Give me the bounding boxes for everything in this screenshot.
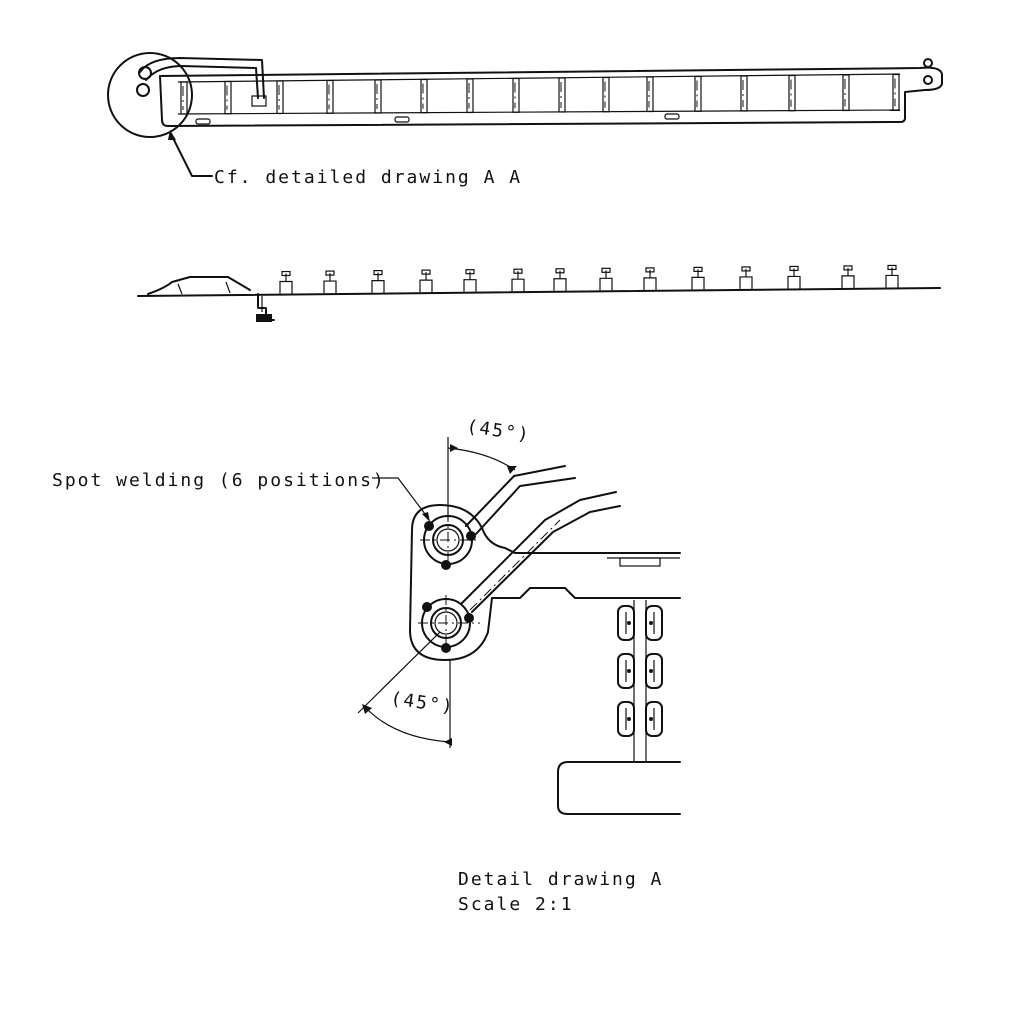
side-post [323, 280, 337, 294]
side-post [841, 275, 855, 288]
strip-rung [646, 76, 654, 113]
strip-rung [842, 74, 850, 112]
callout-detail-label: Cf. detailed drawing A A [214, 167, 522, 188]
detail-drawing-a [357, 437, 681, 815]
side-post [511, 278, 525, 292]
strip-rung [740, 75, 748, 112]
detail-scale: Scale 2:1 [458, 894, 574, 915]
strip-rung [558, 77, 566, 113]
side-post [463, 279, 477, 292]
side-post [787, 275, 801, 289]
strip-rung [224, 80, 232, 115]
side-post [419, 279, 433, 293]
spot-weld-dot-icon [422, 602, 432, 612]
strip-rung [420, 78, 428, 114]
side-post [371, 280, 385, 293]
spot-weld-dot-icon [441, 560, 451, 570]
pivot-hole-icon [136, 83, 150, 97]
spot-weld-dot-icon [424, 521, 434, 531]
spot-weld-dot-icon [464, 613, 474, 623]
side-post [739, 276, 753, 289]
side-post [599, 277, 613, 291]
mount-hole-icon [923, 75, 933, 85]
pivot-hole-icon [138, 66, 152, 80]
strip-rung [512, 77, 520, 113]
upper-pivot [420, 512, 478, 570]
angle-bottom-label: (45°) [389, 688, 455, 718]
side-view-posts [279, 264, 899, 294]
strip-rung [374, 79, 382, 114]
spot-weld-dot-icon [466, 531, 476, 541]
side-post [643, 277, 657, 290]
top-view-strip [107, 52, 943, 177]
strip-rung [466, 78, 474, 114]
side-post [553, 278, 567, 291]
strip-rungs [180, 73, 900, 115]
mount-hole-icon [923, 58, 933, 68]
strip-rung [892, 73, 900, 111]
strip-rung [788, 74, 796, 112]
side-post [885, 274, 899, 288]
angle-top-label: (45°) [465, 416, 531, 446]
lower-pivot [418, 595, 480, 653]
detail-title: Detail drawing A [458, 869, 663, 890]
detail-chain-pads [617, 605, 663, 737]
detail-circle [107, 52, 193, 138]
spot-welding-label: Spot welding (6 positions) [52, 470, 386, 491]
side-post [279, 280, 293, 294]
strip-rung [180, 81, 188, 115]
strip-rung [276, 80, 284, 115]
strip-rung [326, 79, 334, 114]
strip-rung [694, 75, 702, 112]
strip-rung [602, 76, 610, 113]
side-view-strip [137, 264, 941, 322]
side-post [691, 276, 705, 290]
spot-weld-dot-icon [441, 643, 451, 653]
